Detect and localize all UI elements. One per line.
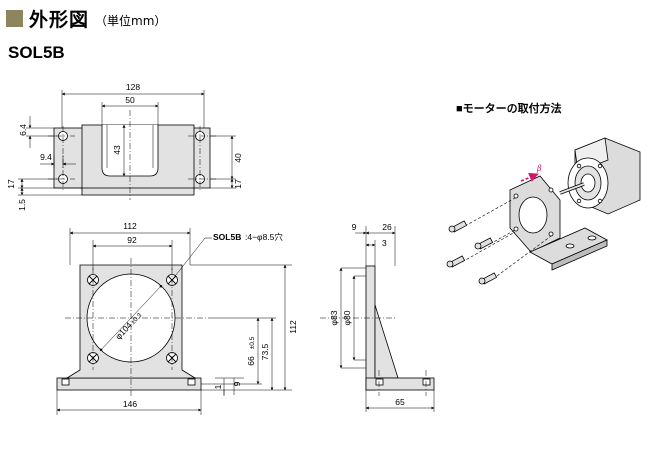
svg-text:±0.5: ±0.5 (249, 336, 256, 349)
top-view: 128 50 43 6.4 9.4 40 17 17 1.5 (6, 82, 243, 211)
bolts (446, 197, 552, 285)
callout-model: SOL5B (213, 232, 241, 242)
dim-front-66: 66 ±0.5 (246, 336, 256, 365)
title-bar: 外形図 （単位mm） (6, 5, 166, 31)
bracket-drawing (509, 175, 608, 271)
mounting-illustration: ■モーターの取付方法 (446, 101, 641, 285)
side-view-part (365, 265, 435, 391)
motor-drawing (559, 137, 641, 215)
dim-top-40: 40 (233, 153, 243, 163)
dim-front-1: 1 (213, 384, 223, 389)
mounting-caption: ■モーターの取付方法 (456, 101, 562, 115)
assembly-arrow (520, 172, 539, 182)
svg-text:66: 66 (246, 356, 256, 366)
unit-note: （単位mm） (95, 13, 167, 28)
dim-front-height-112: 112 (288, 320, 298, 334)
dim-top-17-right: 17 (233, 179, 243, 189)
dim-front-73-5: 73.5 (260, 343, 270, 360)
dim-side-phi83: φ83 (329, 310, 339, 325)
dim-top-1-5: 1.5 (17, 199, 27, 211)
callout-spec: :4−φ8.5穴 (245, 232, 283, 242)
front-view: 112 92 146 φ104 ±0.3 SOL5B :4−φ8.5穴 112 … (56, 221, 298, 415)
dim-side-9: 9 (352, 222, 357, 232)
dim-side-3: 3 (382, 238, 387, 248)
dim-front-146: 146 (123, 399, 137, 409)
dim-side-phi80: φ80 (342, 310, 352, 325)
side-view: 9 26 3 φ83 φ80 65 (320, 222, 435, 412)
dim-top-6-4: 6.4 (18, 124, 28, 136)
title-marker-square (6, 9, 23, 27)
dim-top-128: 128 (126, 82, 140, 92)
dim-top-9-4: 9.4 (40, 152, 52, 162)
dim-front-9: 9 (232, 381, 242, 386)
dim-front-112-top: 112 (123, 221, 137, 231)
dim-top-43: 43 (112, 145, 122, 155)
arrow-label: β (536, 164, 542, 173)
page-title: 外形図 (29, 8, 90, 31)
dim-front-92: 92 (127, 235, 137, 245)
model-name: SOL5B (8, 43, 65, 62)
dim-side-26: 26 (382, 222, 392, 232)
dim-top-17-left: 17 (6, 179, 16, 189)
dim-side-65: 65 (395, 397, 405, 407)
dim-top-50: 50 (125, 95, 135, 105)
